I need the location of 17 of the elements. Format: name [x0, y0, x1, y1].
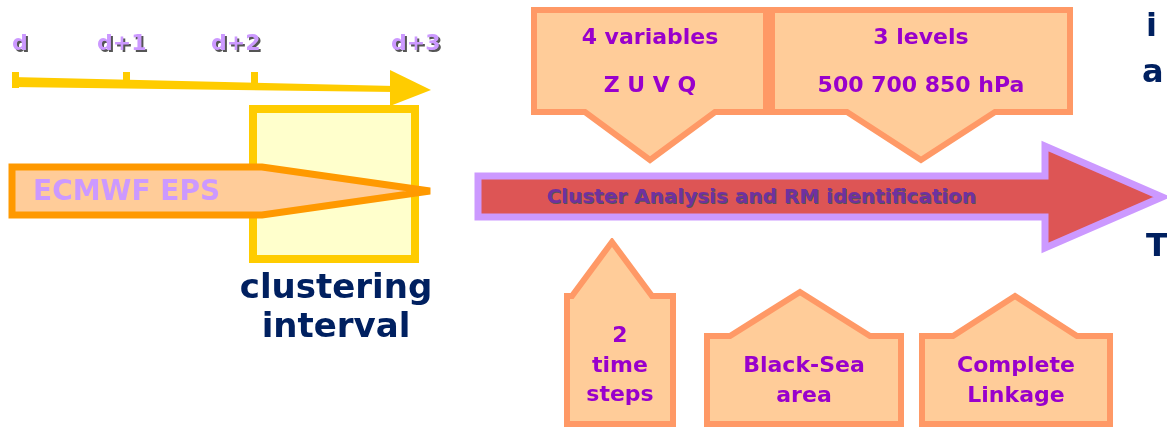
callout-text: Black-Sea area — [742, 351, 866, 409]
callout-text: 500 700 850 hPa — [816, 72, 1026, 99]
callout-text: 4 variables — [580, 24, 720, 51]
cut-off-text: i — [1146, 6, 1157, 44]
callout-text: Complete Linkage — [956, 351, 1076, 409]
callout-text: 3 levels — [872, 24, 970, 51]
callout-text: 2 time steps — [585, 321, 655, 409]
arrow-label: ECMWF EPS — [33, 174, 222, 208]
tick-label: d+1 — [97, 30, 147, 55]
tick-label: d+3 — [391, 30, 441, 55]
arrow-label: Cluster Analysis and RM identification — [545, 184, 978, 208]
caption-text: clustering interval — [238, 267, 434, 346]
cut-off-text: a — [1142, 52, 1164, 90]
cut-off-text: T — [1146, 226, 1167, 264]
tick-label: d — [12, 30, 28, 55]
tick-label: d+2 — [211, 30, 261, 55]
callout-text: Z U V Q — [602, 72, 698, 99]
